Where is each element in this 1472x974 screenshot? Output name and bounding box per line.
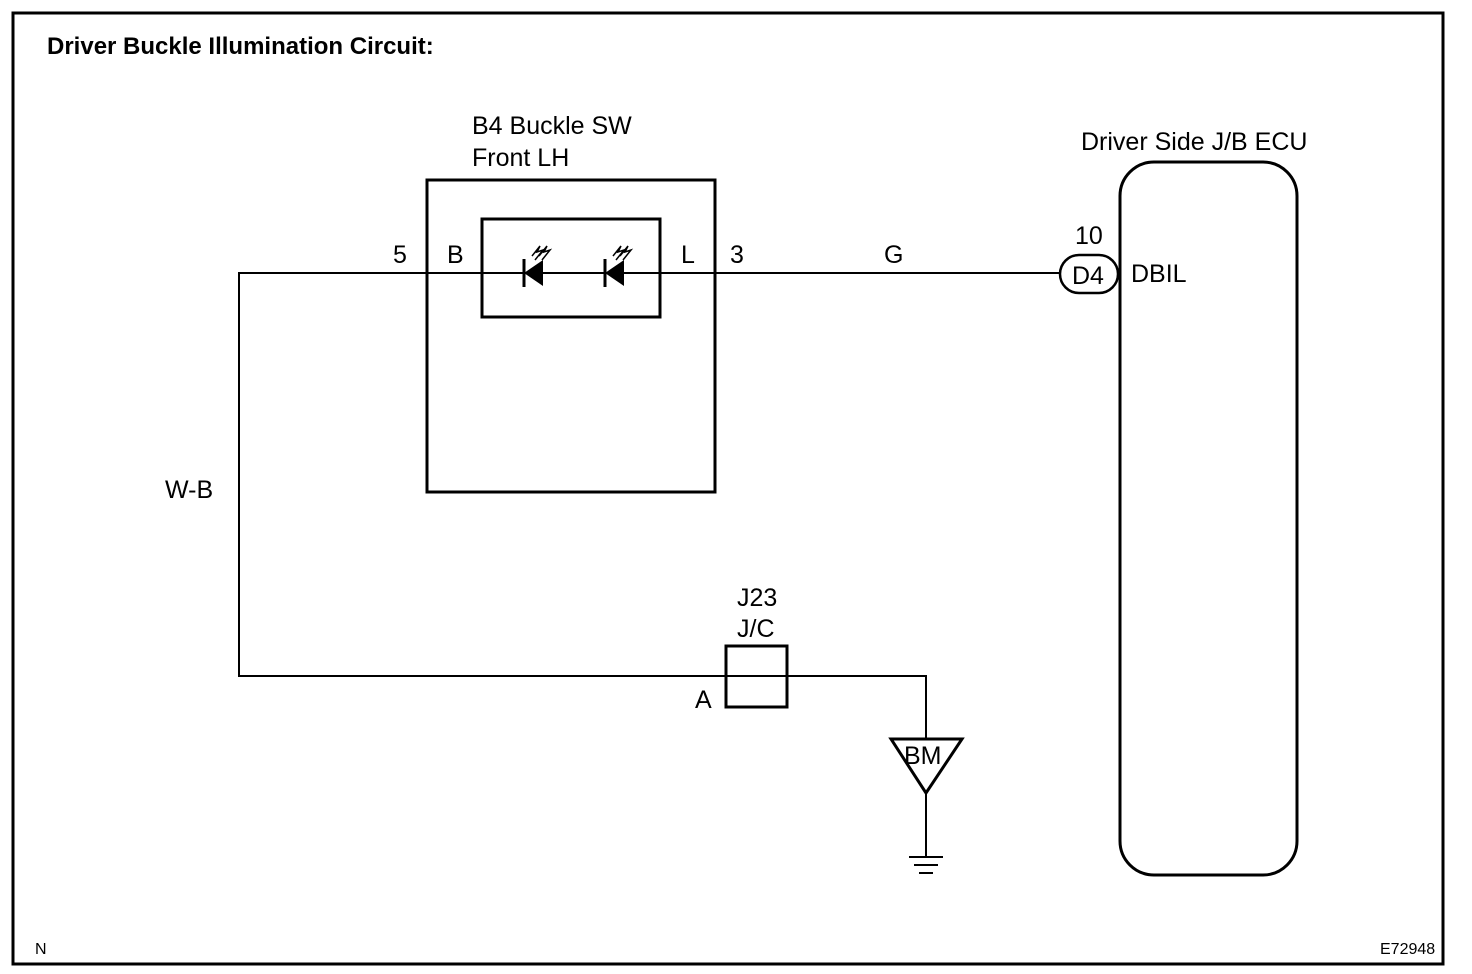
switch-pin-right-label: L — [681, 241, 695, 269]
buckle-switch-box — [425, 178, 717, 494]
switch-pin-right-number: 3 — [730, 241, 744, 269]
corner-label-n: N — [35, 941, 47, 958]
led-module-box — [480, 217, 662, 319]
connector-d4 — [1058, 253, 1120, 295]
diagram-frame — [11, 11, 1445, 966]
wire-color-wb: W-B — [165, 476, 213, 504]
switch-pin-left-label: B — [447, 241, 464, 269]
buckle-switch-name: B4 Buckle SW — [472, 112, 632, 140]
ground-icon — [909, 793, 943, 874]
buckle-switch-location: Front LH — [472, 144, 569, 172]
led-2-icon — [603, 245, 634, 287]
junction-type: J/C — [737, 615, 775, 643]
ecu-name: Driver Side J/B ECU — [1081, 128, 1307, 156]
ground-point-triangle — [888, 737, 965, 796]
connector-d4-label: D4 — [1072, 262, 1104, 290]
led-1-icon — [522, 245, 553, 287]
ecu-box — [1118, 160, 1299, 877]
wire-color-g: G — [884, 241, 903, 269]
junction-name: J23 — [737, 584, 777, 612]
ground-point-label: BM — [904, 742, 942, 770]
ecu-pin-number: 10 — [1075, 222, 1103, 250]
diagram-title: Driver Buckle Illumination Circuit: — [47, 33, 434, 60]
switch-pin-left-number: 5 — [393, 241, 407, 269]
junction-terminal: A — [695, 686, 712, 714]
figure-code: E72948 — [1380, 941, 1435, 958]
ecu-terminal-name: DBIL — [1131, 260, 1187, 288]
